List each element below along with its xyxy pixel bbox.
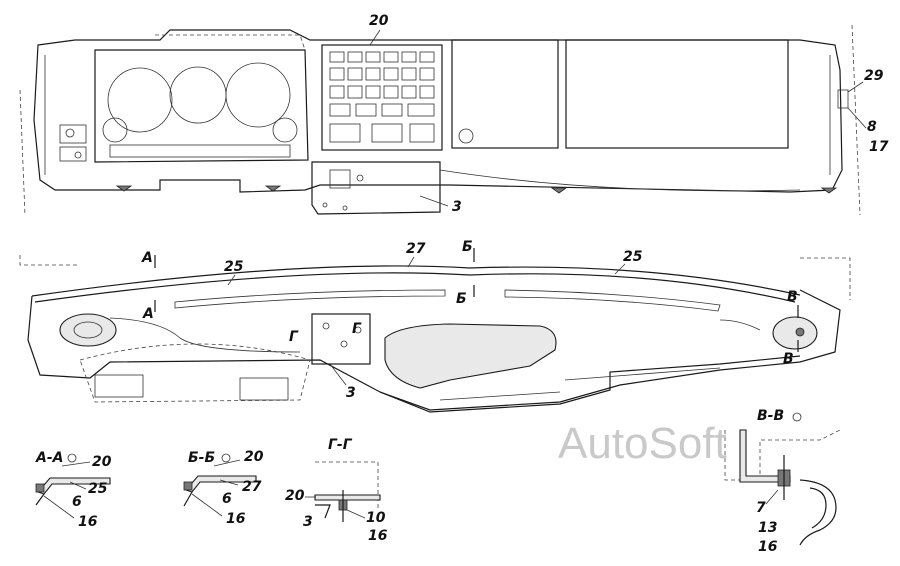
section-gg-label-10: 10 <box>366 510 386 526</box>
section-mark-v-bottom: В <box>783 351 794 367</box>
section-bb-label-6: 6 <box>222 491 232 507</box>
section-gg-title: Г-Г <box>328 437 353 453</box>
section-mark-b-top: Б <box>462 239 473 255</box>
section-mark-g-right: Г <box>352 321 362 337</box>
section-aa-label-6: 6 <box>72 494 82 510</box>
section-aa: А-А 20 25 6 16 <box>35 450 112 530</box>
section-mark-a-top: А <box>141 250 153 266</box>
callout-8: 8 <box>867 119 877 135</box>
section-mark-g-left: Г <box>289 329 299 345</box>
section-aa-label-25: 25 <box>88 481 108 497</box>
section-mark-v-top: В <box>787 289 798 305</box>
section-bb: Б-Б 20 27 6 16 <box>183 449 264 527</box>
callout-29: 29 <box>864 68 884 84</box>
section-vv-label-7: 7 <box>756 500 766 516</box>
section-vv-label-16: 16 <box>758 539 778 555</box>
section-aa-title: А-А <box>35 450 63 466</box>
section-aa-label-20: 20 <box>92 454 112 470</box>
section-vv: В-В 7 13 16 <box>724 408 841 555</box>
callout-17: 17 <box>869 139 889 155</box>
section-gg-label-16: 16 <box>368 528 388 544</box>
callout-25-right: 25 <box>623 249 643 265</box>
section-bb-label-27: 27 <box>242 479 262 495</box>
section-bb-title: Б-Б <box>188 450 215 466</box>
section-vv-title: В-В <box>757 408 784 424</box>
callout-20-top: 20 <box>369 13 389 29</box>
section-mark-a-bottom: А <box>142 306 154 322</box>
watermark: AutoSoft <box>558 419 727 468</box>
callout-3-mid: 3 <box>346 385 356 401</box>
callout-3-top: 3 <box>452 199 462 215</box>
section-bb-label-16: 16 <box>226 511 246 527</box>
callout-27: 27 <box>406 241 426 257</box>
callout-25-left: 25 <box>224 259 244 275</box>
section-mark-b-bottom: Б <box>456 291 467 307</box>
section-gg-label-20: 20 <box>285 488 305 504</box>
section-vv-label-13: 13 <box>758 520 777 536</box>
panel-front-view <box>19 24 861 216</box>
section-gg-label-3: 3 <box>303 514 313 530</box>
section-gg: Г-Г 20 3 10 16 <box>285 437 388 544</box>
section-aa-label-16: 16 <box>78 514 98 530</box>
section-bb-label-20: 20 <box>244 449 264 465</box>
panel-plan-view <box>19 255 851 413</box>
